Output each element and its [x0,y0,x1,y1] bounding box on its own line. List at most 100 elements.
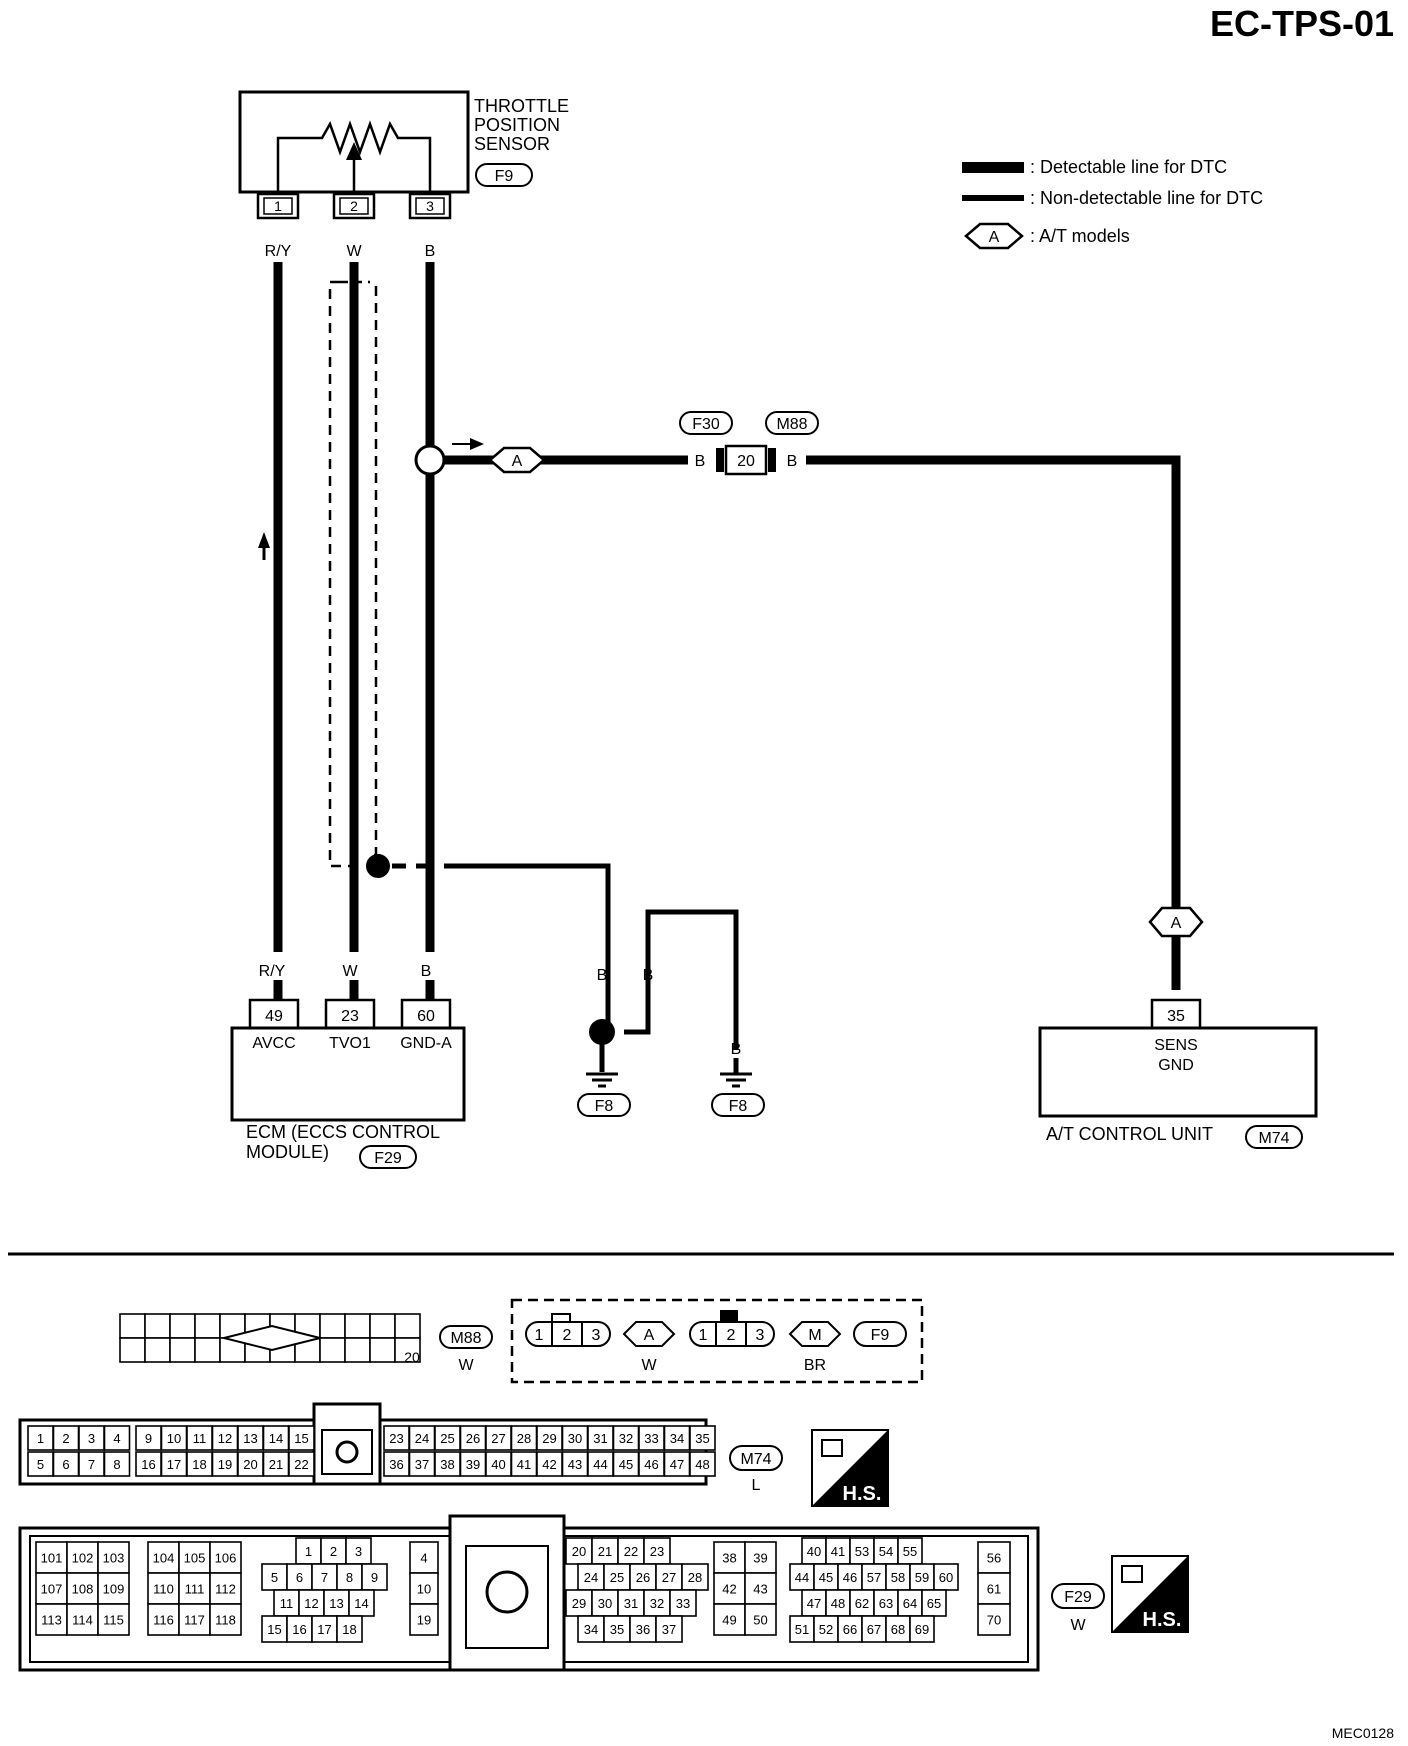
cavity-label: 9 [371,1570,378,1585]
cavity-label: 55 [903,1544,917,1559]
cavity-label: 39 [466,1457,480,1472]
connector-cavity: 29 [536,1425,563,1451]
cavity-label: 107 [41,1582,63,1597]
m74-id: M74 [740,1451,771,1468]
atcu-terminal-line1: SENS [1154,1037,1198,1054]
cavity-label: 42 [542,1457,556,1472]
cavity-label: 57 [867,1570,881,1585]
cavity-label: 109 [103,1582,125,1597]
m74-color: L [752,1477,761,1494]
main-wires [258,262,611,1034]
cavity-label: 70 [987,1613,1001,1628]
ecm-terminal-tvo1: TVO1 [329,1035,371,1052]
connector-cavity: 53 [849,1537,875,1565]
cavity-label: 66 [843,1622,857,1637]
f9-id: F9 [871,1327,890,1344]
connector-cavity: 61 [977,1572,1011,1605]
connector-cavity: 3 [78,1425,105,1451]
m74-badge [729,1445,783,1471]
connector-cavity: 41 [825,1537,851,1565]
connector-cavity: 31 [587,1425,614,1451]
f29-color: W [1070,1617,1086,1634]
cavity-label: 11 [193,1431,207,1446]
cavity-label: 33 [644,1431,658,1446]
detectable-line-sample [962,162,1024,173]
cavity-label: 6 [296,1570,303,1585]
cavity-label: 26 [636,1570,650,1585]
joint-right-color: B [787,453,798,470]
connector-cavity: 17 [160,1451,188,1477]
at-branch: A F30 M88 B 20 B A [414,411,1204,990]
connector-cavity: 22 [288,1451,315,1477]
cavity-label: 58 [891,1570,905,1585]
legend: : Detectable line for DTC : Non-detectab… [962,157,1263,250]
cavity-label: 68 [891,1622,905,1637]
cavity-label: 5 [37,1457,44,1472]
connector-cavity [394,1337,421,1363]
connector-cavity: 25 [603,1563,631,1591]
connector-cavity: 65 [921,1589,947,1617]
ecm-pin-60-label: 60 [417,1008,435,1025]
cavity-label: 48 [695,1457,709,1472]
connector-cavity: 37 [655,1615,683,1643]
cavity-label: 28 [517,1431,531,1446]
cavity-label: 9 [145,1431,152,1446]
legend-detectable: : Detectable line for DTC [1030,157,1227,177]
page-code: EC-TPS-01 [1210,3,1394,44]
connector-cavity: 67 [861,1615,887,1643]
ecm: R/Y W B 49 23 60 AVCC TVO1 GND-A ECM (EC… [230,963,466,1169]
cavity-label: 27 [662,1570,676,1585]
connector-cavity: 2 [52,1425,80,1451]
connector-cavity [169,1337,196,1363]
connector-cavity: 40 [485,1451,512,1477]
m88-id: M88 [450,1330,481,1347]
connector-cavity: 39 [459,1451,487,1477]
ground-junction [589,1019,615,1045]
cavity-label: 16 [141,1457,155,1472]
connector-cavity: 13 [323,1589,350,1617]
cavity-label: 22 [624,1544,638,1559]
atcu-connector-id: M74 [1258,1130,1289,1147]
connector-cavity: 42 [536,1451,563,1477]
cavity-label: 25 [440,1431,454,1446]
connector-cavity: 30 [591,1589,619,1617]
cavity-label: 13 [329,1596,343,1611]
cavity-label: 20 [243,1457,257,1472]
connector-cavity: 8 [103,1451,131,1477]
cavity-label: 69 [915,1622,929,1637]
connector-cavity: 6 [52,1451,80,1477]
wire-b-atcu [806,455,1181,990]
cavity-label: 35 [610,1622,624,1637]
footer-code: MEC0128 [1332,1725,1394,1741]
f9-m-symbol [788,1321,842,1347]
cavity-label: 12 [304,1596,318,1611]
cavity-label: 13 [243,1431,257,1446]
f9-pins-male [525,1321,611,1347]
cavity-label: 29 [542,1431,556,1446]
sensor-name-line2: POSITION [474,115,560,135]
sensor-connector-id: F9 [495,168,514,185]
connector-cavity: 18 [336,1615,363,1643]
connector-cavity: 60 [933,1563,959,1591]
cavity-label: 104 [153,1551,175,1566]
throttle-position-sensor: THROTTLE POSITION SENSOR F9 1 2 3 R/Y W … [238,90,569,260]
f9-badge [853,1321,907,1347]
cavity-label: 11 [280,1596,294,1611]
connector-cavity: 101 [35,1541,68,1574]
cavity-label: 20 [572,1544,586,1559]
cavity-label: 37 [662,1622,676,1637]
connector-cavity: 69 [909,1615,935,1643]
cavity-label: 45 [619,1457,633,1472]
sensor-pin-1-label: 1 [274,198,282,214]
cavity-label: 118 [215,1613,236,1628]
cavity-label: 34 [584,1622,598,1637]
connector-cavity: 14 [262,1425,290,1451]
f29-id: F29 [1064,1589,1092,1606]
ground-wire-b: B [731,1041,742,1058]
connector-cavity: 32 [643,1589,671,1617]
atcu-pin-35-label: 35 [1167,1008,1185,1025]
connector-cavity: 58 [885,1563,911,1591]
connector-cavity: 21 [591,1537,619,1565]
cavity-label: 45 [819,1570,833,1585]
